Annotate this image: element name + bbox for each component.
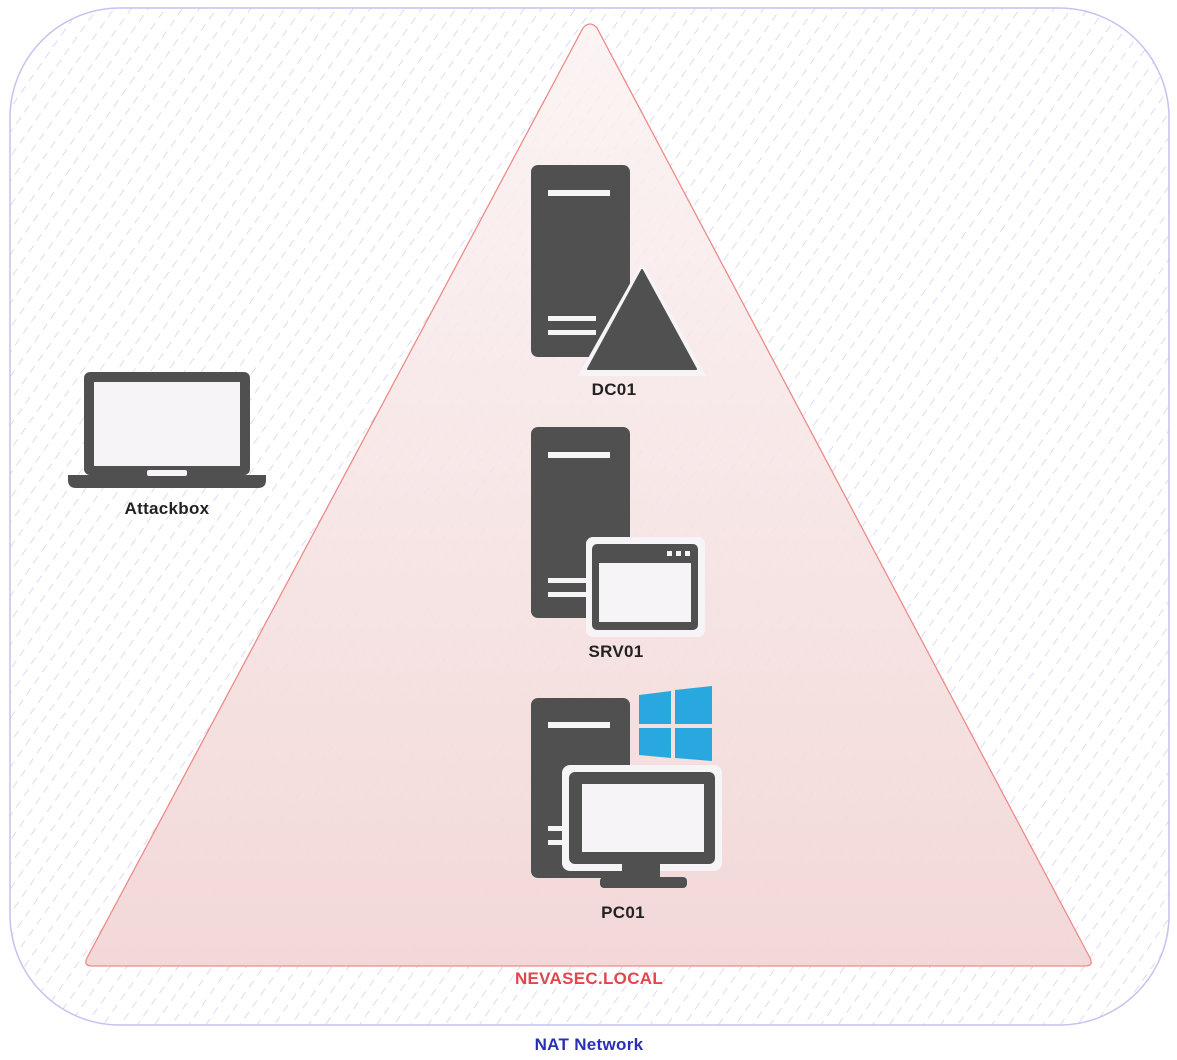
server-window-icon [531, 427, 705, 637]
attackbox-node[interactable]: Attackbox [68, 372, 266, 518]
pc01-node[interactable]: PC01 [531, 686, 722, 922]
attackbox-label: Attackbox [125, 499, 210, 518]
windows-workstation-icon [531, 698, 722, 888]
srv01-label: SRV01 [588, 642, 643, 661]
server-warning-icon [531, 165, 706, 376]
windows-logo-icon [639, 686, 712, 761]
dc01-label: DC01 [592, 380, 637, 399]
pc01-label: PC01 [601, 903, 645, 922]
laptop-icon [68, 372, 266, 488]
domain-label: NEVASEC.LOCAL [515, 969, 663, 988]
network-label: NAT Network [535, 1035, 644, 1054]
dc01-node[interactable]: DC01 [531, 165, 706, 399]
srv01-node[interactable]: SRV01 [531, 427, 705, 661]
